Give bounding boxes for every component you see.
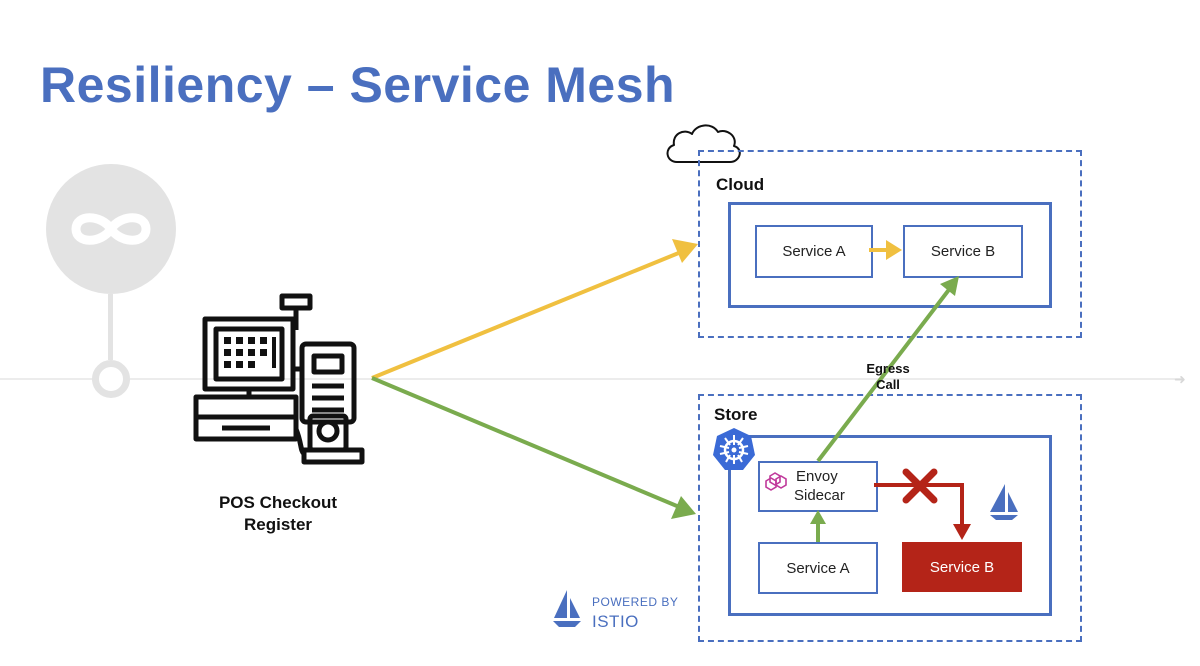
istio-text: ISTIO (592, 612, 639, 631)
store-label: Store (714, 405, 758, 424)
store-service-a[interactable]: Service A (758, 542, 878, 594)
powered-by-text: POWERED BY (592, 595, 679, 609)
store-service-a-label: Service A (786, 559, 850, 577)
timeline-line (0, 378, 1182, 380)
service-a-to-envoy-arrow (810, 510, 826, 542)
cloud-a-to-b-arrow (869, 240, 902, 260)
egress-label: Egress Call (850, 361, 926, 393)
istio-sail-icon (990, 484, 1018, 520)
cloud-service-a[interactable]: Service A (755, 225, 873, 278)
envoy-label-line1: Envoy (796, 468, 838, 485)
egress-arrow (816, 276, 959, 463)
cloud-service-a-label: Service A (782, 243, 846, 260)
cloud-zone (698, 150, 1082, 338)
store-zone (698, 394, 1082, 642)
page-title: Resiliency – Service Mesh (40, 57, 676, 113)
cloud-icon (666, 124, 741, 163)
pos-label: POS Checkout Register (178, 492, 378, 536)
failed-call-arrow (874, 483, 971, 540)
pos-register-icon (193, 293, 365, 465)
infinity-icon (71, 213, 151, 245)
timeline-arrow-icon: ➜ (1174, 371, 1186, 387)
cloud-service-b[interactable]: Service B (903, 225, 1023, 278)
timeline-node (92, 360, 130, 398)
pos-label-line2: Register (243, 515, 313, 534)
store-service-b[interactable]: Service B (902, 542, 1022, 592)
timeline-stem (108, 294, 113, 360)
istio-logo-icon (553, 590, 581, 627)
pos-to-store-arrow (371, 376, 696, 519)
cloud-cluster (728, 202, 1052, 308)
store-service-b-label: Service B (929, 558, 995, 576)
pos-label-line1: POS Checkout (218, 493, 338, 512)
cloud-service-b-label: Service B (930, 243, 996, 260)
timeline-badge (46, 164, 176, 294)
kubernetes-icon (713, 428, 755, 470)
egress-label-line2: Call (876, 377, 900, 392)
envoy-icon (765, 472, 787, 491)
egress-label-line1: Egress (866, 361, 910, 376)
store-cluster (728, 435, 1052, 616)
cloud-label: Cloud (716, 175, 765, 194)
failure-x-icon (902, 468, 938, 504)
envoy-label-line2: Sidecar (794, 487, 845, 504)
pos-to-cloud-arrow (371, 239, 698, 380)
